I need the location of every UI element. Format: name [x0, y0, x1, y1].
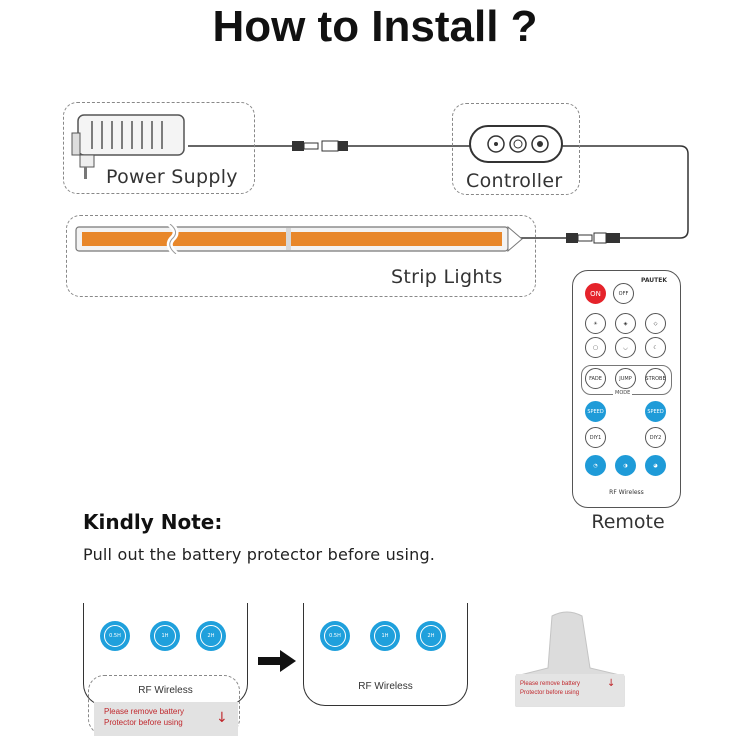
speed-down-button[interactable]: SPEED — [645, 401, 666, 422]
connector-dc-2 — [566, 232, 620, 244]
timer-2h-button[interactable]: ◕ — [645, 455, 666, 476]
remote-control: ON OFF PAUTEK ☀ ◈ ◇ ▢ ◡ ☾ FADE JUMP STRO… — [572, 270, 681, 508]
strip-lights-label: Strip Lights — [391, 266, 503, 288]
speed-up-button[interactable]: SPEED — [585, 401, 606, 422]
protector-line1: Please remove battery — [104, 707, 185, 716]
timer-2h-icon: 2H — [196, 621, 226, 651]
timer-1h-icon: 1H — [150, 621, 180, 651]
power-adapter-icon — [71, 114, 185, 179]
sun-icon: ☀ — [593, 320, 598, 327]
wire-controller-out — [560, 145, 689, 239]
battery-protector-tab[interactable]: Please remove battery Protector before u… — [94, 702, 238, 736]
on-button[interactable]: ON — [585, 283, 606, 304]
clock-icon: ◕ — [653, 462, 658, 469]
battery-protector-removed — [515, 611, 625, 707]
connector-dc-1 — [292, 140, 348, 152]
note-body: Pull out the battery protector before us… — [83, 545, 436, 564]
diamond-icon: ◈ — [623, 320, 628, 327]
timer-1h-icon: 1H — [370, 621, 400, 651]
controller-icon — [469, 125, 563, 163]
remote-bottom-card-before: 0.5H 1H 2H RF Wireless — [83, 603, 248, 706]
power-supply-group — [63, 102, 255, 194]
remote-bottom-card-after: 0.5H 1H 2H RF Wireless — [303, 603, 468, 706]
note-title: Kindly Note: — [83, 510, 223, 534]
remote-brand: PAUTEK — [641, 277, 668, 284]
timer-1h-button[interactable]: ◑ — [615, 455, 636, 476]
diamond-icon: ◇ — [653, 320, 658, 327]
arrow-down-icon: ↓ — [216, 710, 228, 726]
strobe-button[interactable]: STROBE — [645, 368, 666, 389]
arrow-down-icon: ↓ — [607, 678, 616, 689]
book-icon: ▢ — [593, 344, 598, 351]
timer-0-5h-icon: 0.5H — [320, 621, 350, 651]
timer-2h-icon: 2H — [416, 621, 446, 651]
protector-removed-line1: Please remove battery — [520, 681, 581, 687]
controller-group — [452, 103, 580, 195]
page-title: How to Install ? — [212, 2, 538, 51]
off-button[interactable]: OFF — [613, 283, 634, 304]
brightness-up-button[interactable]: ☀ — [585, 313, 606, 334]
brightness-mid-button[interactable]: ◈ — [615, 313, 636, 334]
timer-0-5h-button[interactable]: ◔ — [585, 455, 606, 476]
fade-button[interactable]: FADE — [585, 368, 606, 389]
brightness-down-button[interactable]: ◇ — [645, 313, 666, 334]
clock-icon: ◑ — [623, 462, 628, 469]
card-label: RF Wireless — [138, 685, 193, 696]
diy2-button[interactable]: DIY2 — [645, 427, 666, 448]
night-mode-button[interactable]: ☾ — [645, 337, 666, 358]
reading-mode-button[interactable]: ▢ — [585, 337, 606, 358]
clock-icon: ◔ — [593, 462, 598, 469]
protector-removed-line2: Protector before using — [520, 690, 580, 696]
jump-button[interactable]: JUMP — [615, 368, 636, 389]
led-strip-icon — [75, 224, 523, 254]
cup-icon: ◡ — [623, 344, 628, 351]
remote-label: Remote — [591, 511, 665, 533]
relax-mode-button[interactable]: ◡ — [615, 337, 636, 358]
arrow-right-icon — [258, 650, 296, 672]
mode-label: MODE — [613, 390, 633, 396]
diy1-button[interactable]: DIY1 — [585, 427, 606, 448]
card-label: RF Wireless — [358, 681, 413, 692]
timer-0-5h-icon: 0.5H — [100, 621, 130, 651]
strip-lights-group — [66, 215, 536, 297]
controller-label: Controller — [466, 170, 563, 192]
moon-icon: ☾ — [653, 344, 658, 351]
power-supply-label: Power Supply — [106, 166, 238, 188]
remote-footer: RF Wireless — [609, 489, 644, 496]
protector-line2: Protector before using — [104, 718, 183, 727]
